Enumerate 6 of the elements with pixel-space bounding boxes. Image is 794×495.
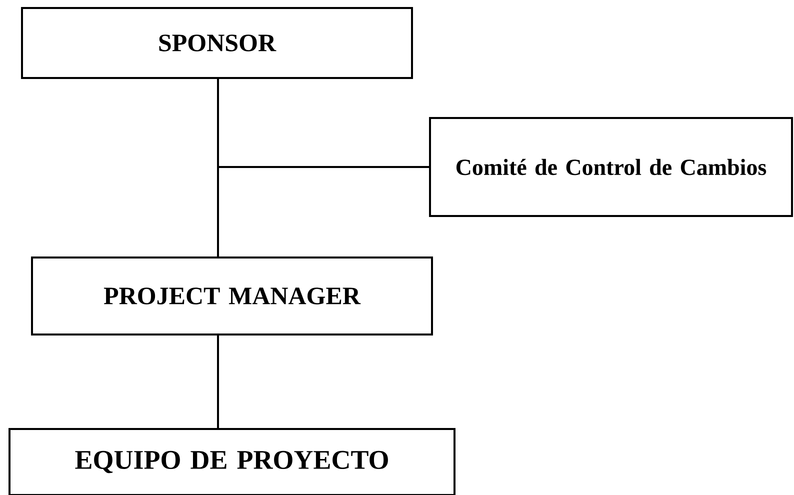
org-box: SPONSOR [21,7,413,79]
org-box: PROJECT MANAGER [31,256,433,336]
connector-line [217,166,429,256]
org-box: EQUIPO DE PROYECTO [8,428,456,495]
org-box: Comité de Control de Cambios [429,117,793,217]
connector-line [217,336,219,428]
